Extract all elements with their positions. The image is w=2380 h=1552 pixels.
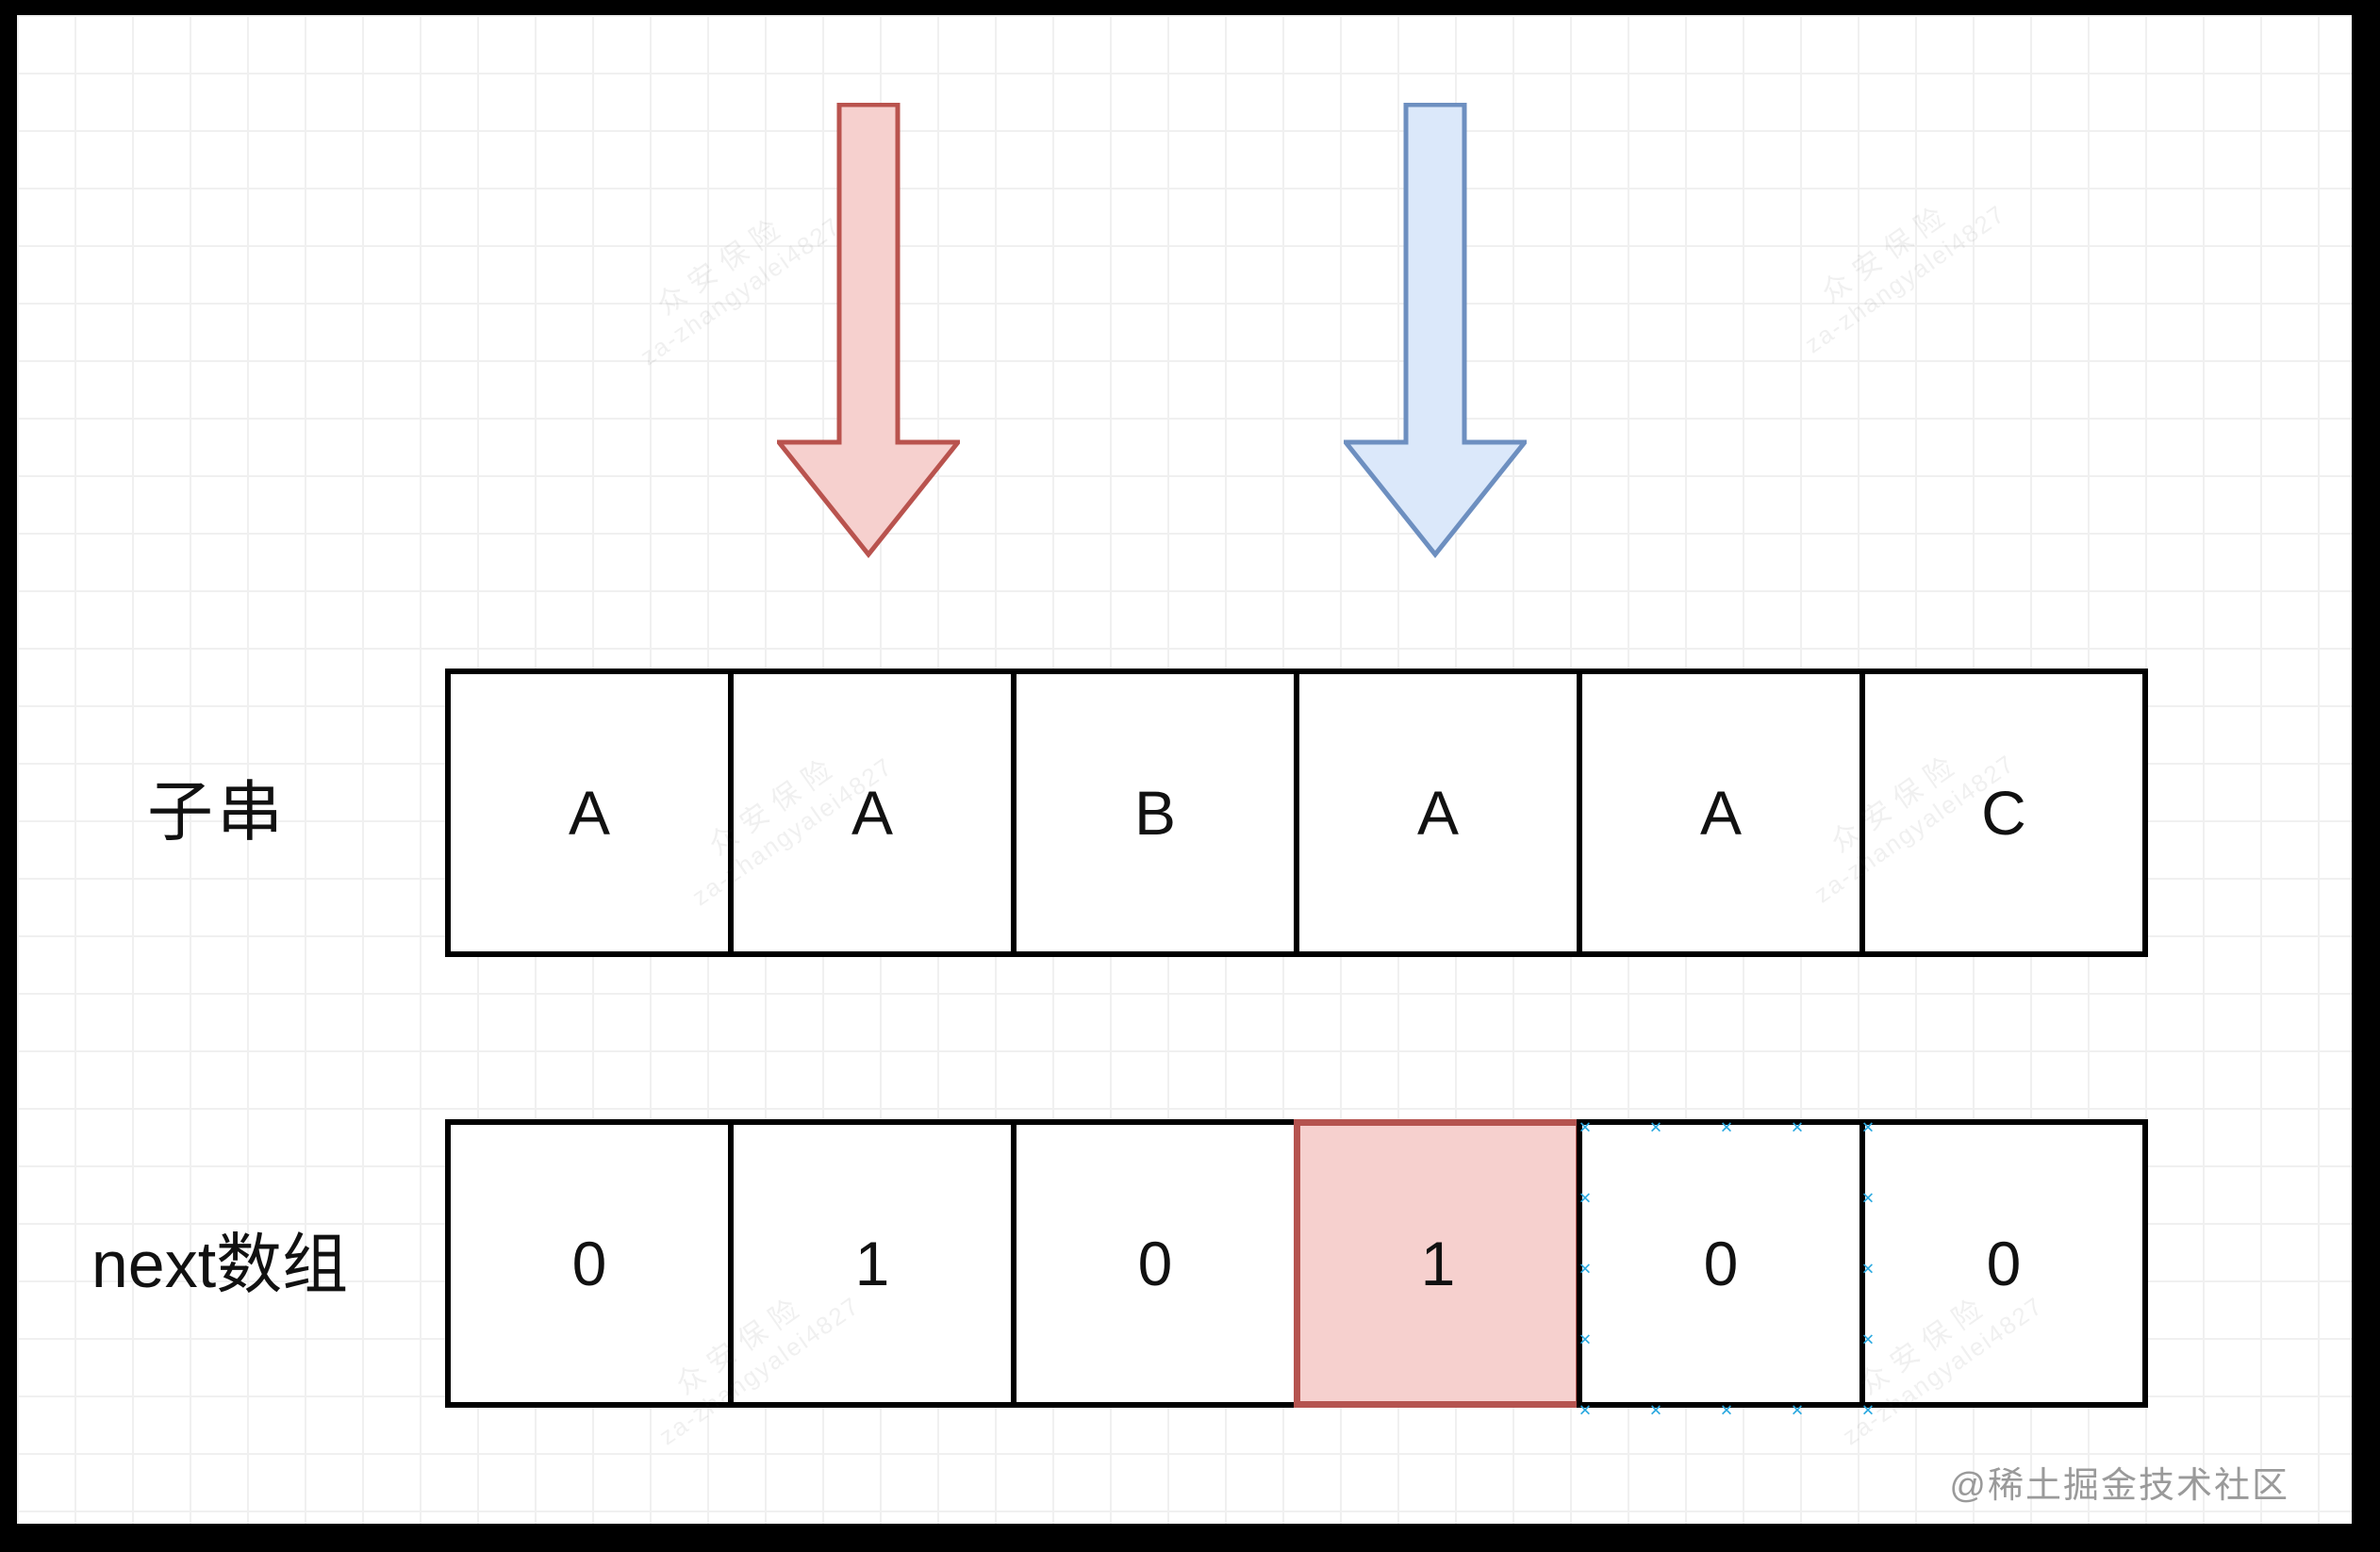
next-cell-5-value: 0 — [1986, 1229, 2022, 1298]
next-cell-0[interactable]: 0 — [445, 1119, 734, 1408]
substring-cell-2-value: B — [1133, 778, 1177, 848]
substring-cell-0-value: A — [568, 778, 611, 848]
next-cell-4-value: 0 — [1703, 1229, 1739, 1298]
substring-row-label[interactable]: 子串 — [147, 775, 287, 849]
substring-cell-0[interactable]: A — [445, 669, 734, 957]
next-cell-4[interactable]: 0✕✕✕✕✕✕✕✕✕✕✕✕✕✕✕✕ — [1577, 1118, 1875, 1419]
selection-handle-icon: ✕ — [1578, 1401, 1593, 1420]
selection-handle-icon: ✕ — [1719, 1118, 1734, 1137]
red-arrow[interactable] — [777, 103, 960, 559]
substring-cell-3-value: A — [1416, 778, 1460, 848]
selection-handle-icon: ✕ — [1648, 1401, 1663, 1420]
selection-handle-icon: ✕ — [1578, 1118, 1593, 1137]
blue-arrow-shape — [1344, 103, 1527, 559]
substring-cell-5[interactable]: C — [1859, 669, 2148, 957]
next-cell-3[interactable]: 1 — [1294, 1119, 1582, 1408]
selection-handle-icon: ✕ — [1719, 1401, 1734, 1420]
next-cell-5[interactable]: 0 — [1859, 1119, 2148, 1408]
next-cell-1[interactable]: 1 — [728, 1119, 1016, 1408]
next-cell-1-value: 1 — [854, 1229, 890, 1298]
selection-handle-icon: ✕ — [1790, 1401, 1805, 1420]
selection-handle-icon: ✕ — [1578, 1189, 1593, 1208]
substring-cell-1[interactable]: A — [728, 669, 1016, 957]
next-array-row: 0 1 0 1 0✕✕✕✕✕✕✕✕✕✕✕✕✕✕✕✕ 0 — [445, 1118, 2154, 1419]
selection-handle-icon: ✕ — [1578, 1260, 1593, 1279]
red-arrow-shape — [777, 103, 960, 559]
credit-watermark: @稀土掘金技术社区 — [1949, 1466, 2289, 1506]
next-cell-0-value: 0 — [571, 1229, 607, 1298]
selection-handle-icon: ✕ — [1790, 1118, 1805, 1137]
substring-cell-1-value: A — [851, 778, 894, 848]
next-array-row-label[interactable]: next数组 — [91, 1228, 349, 1301]
next-cell-2[interactable]: 0 — [1011, 1119, 1299, 1408]
selection-handle-icon: ✕ — [1648, 1118, 1663, 1137]
next-cell-3-value: 1 — [1420, 1229, 1456, 1298]
substring-row: A A B A A C — [445, 669, 2154, 957]
substring-cell-4[interactable]: A — [1577, 669, 1865, 957]
blue-arrow[interactable] — [1344, 103, 1527, 559]
substring-cell-3[interactable]: A — [1294, 669, 1582, 957]
diagram-canvas: 子串 next数组 A A B A A C 0 1 0 1 0 ✕ ✕ ✕ ✕ ✕ ✕ ✕ ✕ ✕… — [17, 15, 2352, 1524]
next-cell-2-value: 0 — [1137, 1229, 1173, 1298]
substring-cell-5-value: C — [1981, 778, 2026, 848]
substring-cell-2[interactable]: B — [1011, 669, 1299, 957]
substring-cell-4-value: A — [1699, 778, 1743, 848]
selection-handle-icon: ✕ — [1578, 1330, 1593, 1349]
